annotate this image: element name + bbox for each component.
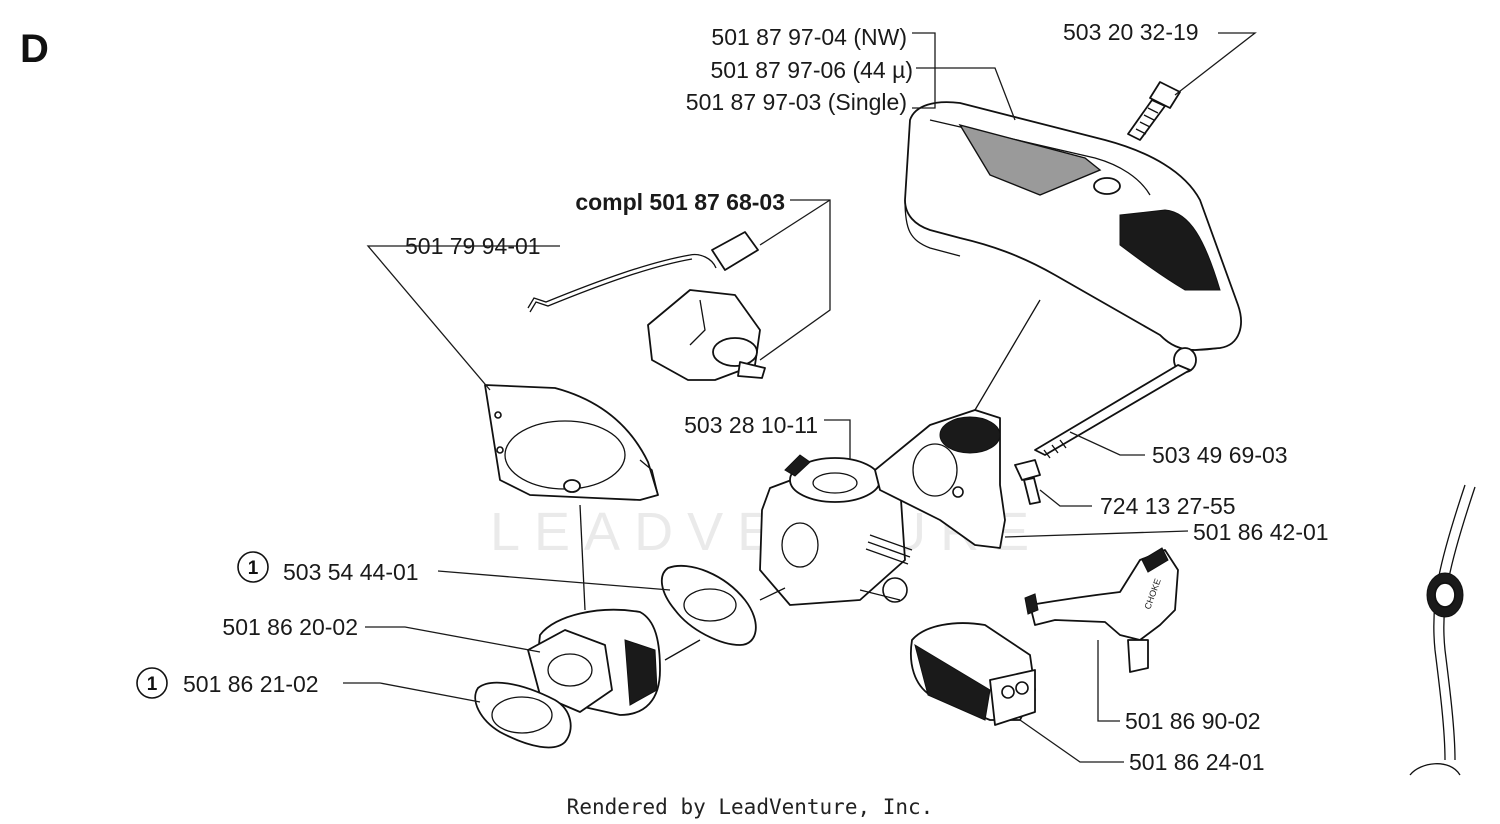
fuel-line — [1409, 484, 1476, 776]
label-filter-block: 501 86 24-01 — [1129, 749, 1265, 775]
callout-circle-1 — [237, 551, 269, 583]
label-air-filter-nw: 501 87 97-04 (NW) — [711, 24, 907, 50]
filter-screw — [1127, 81, 1181, 141]
assembly-line-3 — [759, 587, 786, 601]
label-adapter: 501 86 42-01 — [1193, 519, 1329, 545]
label-intake-gasket: 501 86 21-02 — [183, 671, 319, 697]
assembly-line-4 — [974, 299, 1041, 411]
filter-block — [910, 622, 1036, 726]
choke-assembly — [527, 231, 766, 381]
label-carb-gasket: 503 54 44-01 — [283, 559, 419, 585]
callout-number-1: 1 — [248, 558, 259, 579]
assembly-line-2 — [664, 639, 701, 661]
label-carburetor: 503 28 10-11 — [684, 412, 818, 438]
footer-credit: Rendered by LeadVenture, Inc. — [567, 795, 934, 819]
small-screw — [1014, 459, 1041, 505]
callout-circle-2 — [136, 667, 168, 699]
air-filter-cover — [904, 101, 1242, 351]
label-small-screw: 724 13 27-55 — [1100, 493, 1236, 519]
gasket-plate — [484, 384, 659, 501]
carb-adapter — [874, 409, 1006, 549]
label-long-bolt: 503 49 69-03 — [1152, 442, 1288, 468]
long-bolt — [1034, 347, 1197, 459]
choke-lever: CHOKE — [1024, 547, 1179, 673]
label-filter-screw: 503 20 32-19 — [1063, 19, 1199, 45]
carb-gasket — [660, 564, 757, 646]
label-choke-compl: compl 501 87 68-03 — [575, 189, 785, 215]
assembly-line-1 — [579, 504, 586, 611]
callout-number-2: 1 — [147, 674, 158, 695]
intake-gasket — [474, 681, 572, 749]
leader-lines — [343, 32, 1257, 763]
label-choke-lever: 501 86 90-02 — [1125, 708, 1261, 734]
label-intake: 501 86 20-02 — [222, 614, 358, 640]
label-air-filter-single: 501 87 97-03 (Single) — [686, 89, 907, 115]
intake-manifold — [527, 608, 661, 716]
section-letter: D — [20, 27, 49, 71]
label-gasket-plate: 501 79 94-01 — [405, 233, 541, 259]
carburetor — [759, 454, 913, 606]
label-air-filter-44: 501 87 97-06 (44 µ) — [711, 57, 914, 83]
